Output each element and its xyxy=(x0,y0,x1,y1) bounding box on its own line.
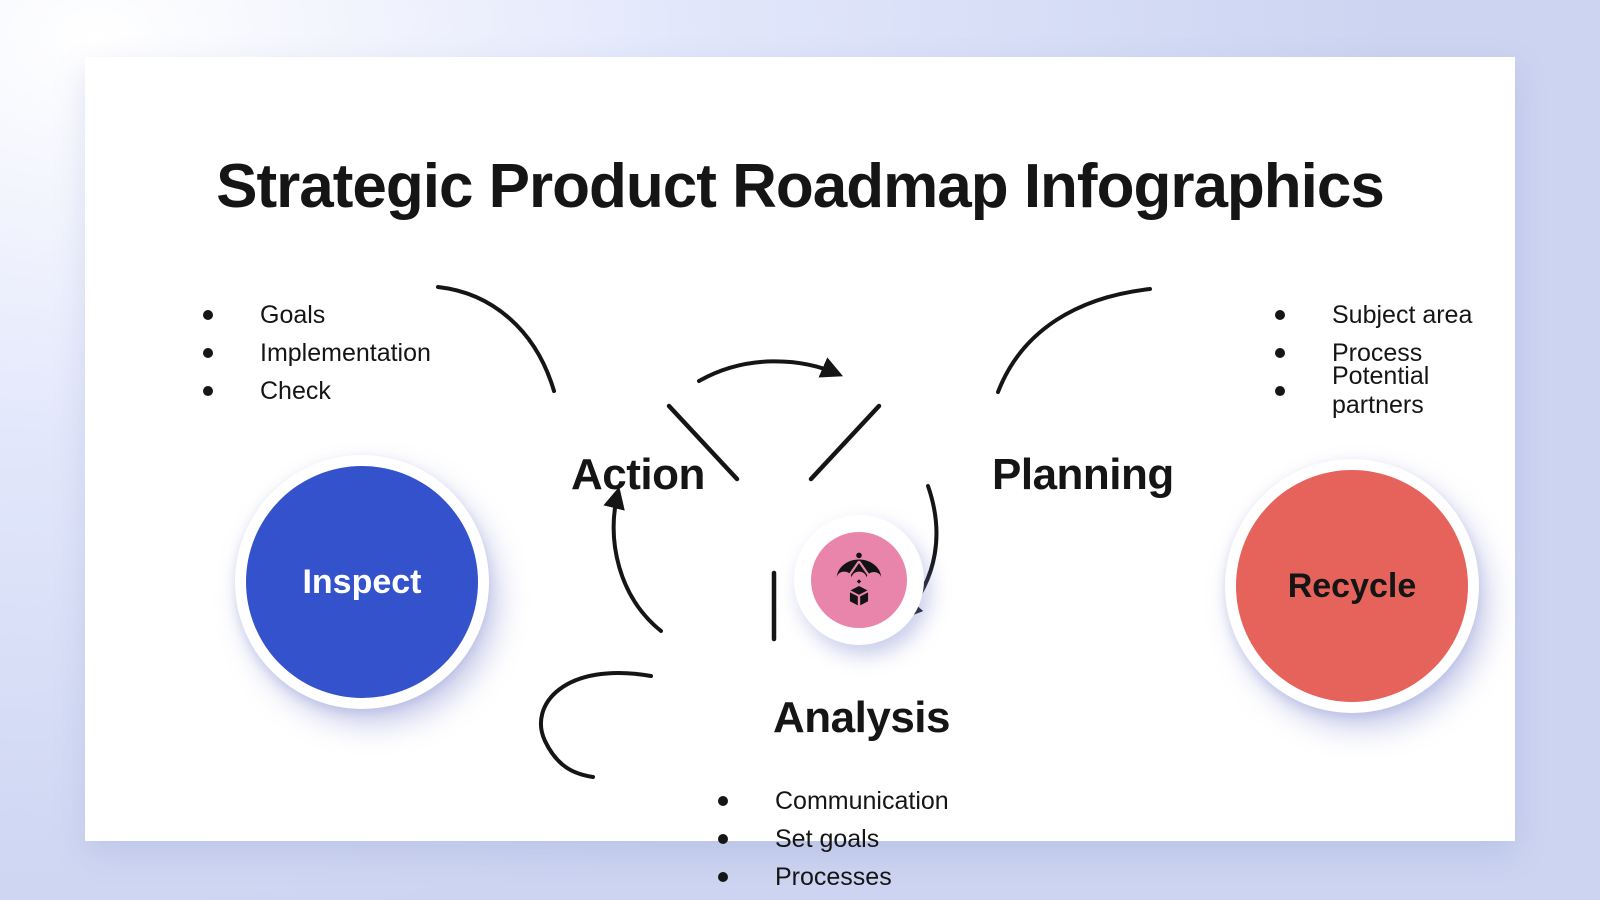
recycle-circle: Recycle xyxy=(1225,459,1479,713)
inspect-circle-fill: Inspect xyxy=(246,466,478,698)
list-item: Check xyxy=(203,372,431,410)
page-title: Strategic Product Roadmap Infographics xyxy=(216,152,1385,221)
hub-circle xyxy=(794,515,924,645)
recycle-circle-fill: Recycle xyxy=(1236,470,1468,702)
analysis-items-list: Communication Set goals Processes xyxy=(718,782,949,896)
bullet-dot xyxy=(718,834,728,844)
bullet-dot xyxy=(1275,386,1285,396)
parachute-package-icon xyxy=(836,552,882,606)
slide-card: Strategic Product Roadmap Infographics G… xyxy=(85,57,1515,891)
list-item-label: Processes xyxy=(775,862,892,891)
bullet-dot xyxy=(203,348,213,358)
list-item: Process xyxy=(1275,334,1515,372)
inspect-circle: Inspect xyxy=(235,455,489,709)
list-item: Implementation xyxy=(203,334,431,372)
list-item-label: Communication xyxy=(775,786,949,815)
list-item-label: Check xyxy=(260,376,331,405)
list-item-label: Goals xyxy=(260,300,326,329)
list-item: Potential partners xyxy=(1275,362,1515,419)
list-item: Goals xyxy=(203,296,431,334)
stage-label-action: Action xyxy=(571,450,705,499)
bullet-dot xyxy=(203,310,213,320)
stage-label-planning: Planning xyxy=(992,450,1174,499)
bullet-dot xyxy=(1275,348,1285,358)
list-item: Processes xyxy=(718,858,949,896)
list-item-label: Set goals xyxy=(775,824,880,853)
bullet-dot xyxy=(203,386,213,396)
bullet-dot xyxy=(718,872,728,882)
list-item: Set goals xyxy=(718,820,949,858)
list-item-label: Implementation xyxy=(260,338,431,367)
list-item-label: Process xyxy=(1332,338,1423,367)
hub-circle-fill xyxy=(811,532,907,628)
list-item-label: Potential partners xyxy=(1332,362,1430,419)
list-item: Communication xyxy=(718,782,949,820)
action-items-list: Goals Implementation Check xyxy=(203,296,431,410)
inspect-label: Inspect xyxy=(302,562,422,601)
list-item: Subject area xyxy=(1275,296,1515,334)
recycle-label: Recycle xyxy=(1287,566,1417,605)
bullet-dot xyxy=(1275,310,1285,320)
stage-label-analysis: Analysis xyxy=(773,693,950,742)
bullet-dot xyxy=(718,796,728,806)
planning-items-list: Subject area Process Potential partners xyxy=(1275,296,1515,419)
list-item-label: Subject area xyxy=(1332,300,1473,329)
